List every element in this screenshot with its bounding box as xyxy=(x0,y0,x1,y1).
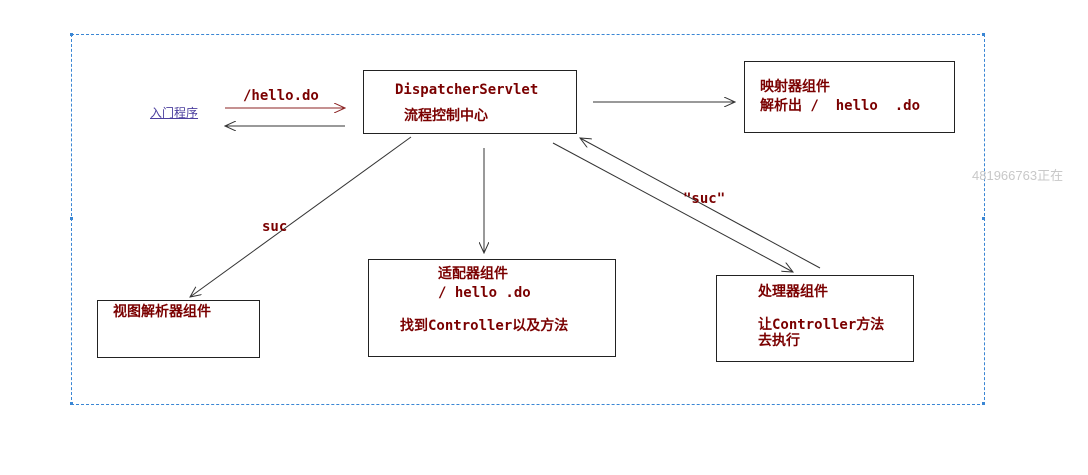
mapper-title: 映射器组件 xyxy=(760,79,830,95)
entry-program-link[interactable]: 入门程序 xyxy=(150,106,199,120)
dispatcher-name: DispatcherServlet xyxy=(395,82,539,98)
adapter-detail: 找到Controller以及方法 xyxy=(400,318,569,334)
mapper-detail: 解析出 / hello .do xyxy=(760,98,921,114)
handler-line1: 让Controller方法 xyxy=(758,317,885,333)
suc-label-left: suc xyxy=(262,219,288,235)
resize-handle-top-left[interactable] xyxy=(70,33,73,36)
view-resolver-title: 视图解析器组件 xyxy=(113,304,211,320)
resize-handle-right[interactable] xyxy=(982,217,985,220)
handler-line2: 去执行 xyxy=(758,333,800,349)
arrow-dispatcher-to-handler xyxy=(552,142,793,272)
watermark-text: 481966763正在 xyxy=(972,168,1064,183)
resize-handle-bottom-right[interactable] xyxy=(982,402,985,405)
dispatcher-servlet-box[interactable]: DispatcherServlet 流程控制中心 xyxy=(363,70,577,134)
arrow-dispatcher-to-view-resolver xyxy=(190,136,412,297)
resize-handle-top-right[interactable] xyxy=(982,33,985,36)
handler-title: 处理器组件 xyxy=(758,284,828,300)
handler-component-box[interactable]: 处理器组件 让Controller方法 去执行 xyxy=(716,275,914,362)
resize-handle-bottom-left[interactable] xyxy=(70,402,73,405)
adapter-title: 适配器组件 xyxy=(438,266,508,282)
adapter-component-box[interactable]: 适配器组件 / hello .do 找到Controller以及方法 xyxy=(368,259,616,357)
mapper-component-box[interactable]: 映射器组件 解析出 / hello .do xyxy=(744,61,955,133)
suc-label-right: "suc" xyxy=(683,191,726,207)
adapter-path: / hello .do xyxy=(438,285,531,301)
request-url-label: /hello.do xyxy=(243,88,319,104)
arrow-handler-to-dispatcher xyxy=(580,138,821,269)
view-resolver-box[interactable]: 视图解析器组件 xyxy=(97,300,260,358)
resize-handle-left[interactable] xyxy=(70,217,73,220)
dispatcher-desc: 流程控制中心 xyxy=(404,108,488,124)
